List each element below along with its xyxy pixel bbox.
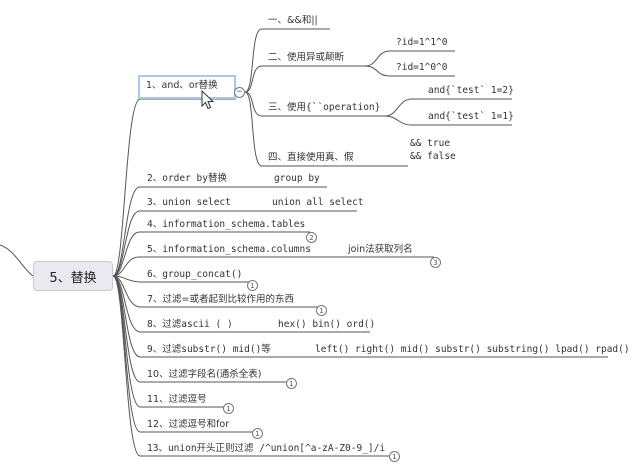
minus-circle-icon[interactable]: −: [234, 87, 245, 98]
count-badge-12[interactable]: 1: [252, 428, 263, 439]
count-badge-5[interactable]: 3: [430, 257, 441, 268]
count-badge-10[interactable]: 1: [286, 378, 297, 389]
item-node-11[interactable]: 11、过滤逗号: [147, 394, 207, 405]
count-badge-13[interactable]: 1: [389, 451, 400, 462]
item-node-7[interactable]: 7、过滤=或者起到比较作用的东西: [147, 294, 295, 305]
item-node-5[interactable]: 5、information_schema.columns: [147, 244, 311, 255]
item-node-6[interactable]: 6、group_concat(): [147, 269, 243, 280]
child-node-2[interactable]: 二、使用异或颠断: [268, 52, 345, 63]
item-node-4[interactable]: 4、information_schema.tables: [147, 219, 306, 230]
item-node-9[interactable]: 9、过滤substr() mid()等: [147, 344, 271, 355]
branch-and-or-node[interactable]: [138, 75, 236, 99]
count-badge-7[interactable]: 1: [316, 305, 327, 316]
sub-node-bool-2[interactable]: && false: [410, 151, 456, 162]
item-node-13[interactable]: 13、union开头正则过滤 /^union[^a-zA-Z0-9_]/i: [147, 443, 386, 454]
branch-and-or-label: 1、and、or替换: [146, 80, 218, 91]
child-node-3[interactable]: 三、使用{``operation}: [268, 102, 381, 113]
center-node-replace[interactable]: 5、替换: [33, 261, 113, 291]
item-note-2[interactable]: group by: [274, 173, 320, 184]
count-badge-4[interactable]: 2: [306, 232, 317, 243]
child-node-4[interactable]: 四、直接使用真、假: [268, 152, 354, 163]
sub-node-op-1[interactable]: and{`test` 1=2}: [428, 85, 514, 96]
sub-node-xor-2[interactable]: ?id=1^0^0: [396, 62, 448, 73]
item-note-5[interactable]: join法获取列名: [348, 244, 413, 255]
item-note-3[interactable]: union all select: [272, 197, 364, 208]
item-node-2[interactable]: 2、order by替换: [147, 173, 227, 184]
sub-node-xor-1[interactable]: ?id=1^1^0: [396, 37, 448, 48]
item-node-10[interactable]: 10、过滤字段名(通杀全表): [147, 369, 262, 380]
count-badge-11[interactable]: 1: [223, 403, 234, 414]
item-node-3[interactable]: 3、union select: [147, 197, 231, 208]
item-note-8[interactable]: hex() bin() ord(): [278, 319, 376, 330]
item-node-12[interactable]: 12、过滤逗号和for: [147, 419, 230, 430]
item-note-9[interactable]: left() right() mid() substr() substring(…: [315, 344, 630, 355]
sub-node-bool-1[interactable]: && true: [410, 138, 451, 149]
mouse-pointer-icon: [201, 90, 215, 110]
count-badge-6[interactable]: 1: [247, 280, 258, 291]
item-node-8[interactable]: 8、过滤ascii ( ): [147, 319, 233, 330]
child-node-1[interactable]: 一、&&和||: [268, 15, 318, 26]
sub-node-op-2[interactable]: and{`test` 1=1}: [428, 111, 514, 122]
